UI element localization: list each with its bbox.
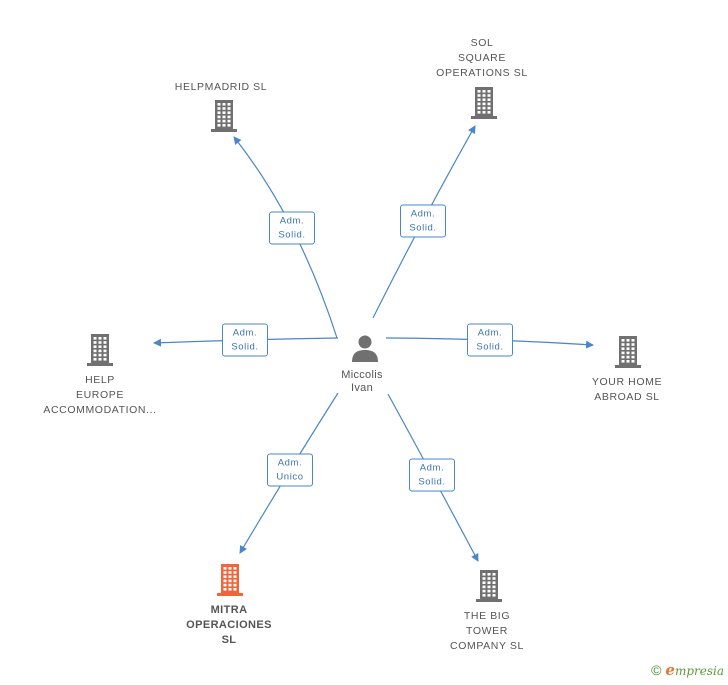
building-icon-helpmadrid[interactable] <box>207 99 241 133</box>
building-icon-help-europe[interactable] <box>83 333 117 367</box>
role-tag-mitra: Adm. Unico <box>267 453 313 487</box>
brand-logo[interactable]: empresia <box>665 661 724 679</box>
building-icon-sol[interactable] <box>467 86 501 120</box>
company-label-help-europe[interactable]: HELP EUROPE ACCOMMODATION... <box>43 374 157 416</box>
copyright-symbol: © <box>651 662 662 678</box>
role-tag-your-home: Adm. Solid. <box>467 323 513 357</box>
center-person-name[interactable]: Miccolis Ivan <box>341 369 383 394</box>
person-icon[interactable] <box>350 333 380 363</box>
role-tag-big-tower: Adm. Solid. <box>409 458 455 492</box>
role-tag-sol: Adm. Solid. <box>400 204 446 238</box>
footer: © empresia <box>651 661 724 679</box>
building-icon-big-tower[interactable] <box>472 569 506 603</box>
building-icon-your-home[interactable] <box>611 335 645 369</box>
role-tag-helpmadrid: Adm. Solid. <box>269 211 315 245</box>
building-icon-mitra[interactable] <box>213 563 247 597</box>
role-tag-help-europe: Adm. Solid. <box>222 323 268 357</box>
company-label-big-tower[interactable]: THE BIG TOWER COMPANY SL <box>450 610 524 652</box>
company-label-helpmadrid[interactable]: HELPMADRID SL <box>174 81 268 93</box>
company-label-your-home[interactable]: YOUR HOME ABROAD SL <box>591 376 663 403</box>
company-label-sol[interactable]: SOL SQUARE OPERATIONS SL <box>436 37 528 79</box>
company-label-mitra[interactable]: MITRA OPERACIONES SL <box>186 604 272 646</box>
